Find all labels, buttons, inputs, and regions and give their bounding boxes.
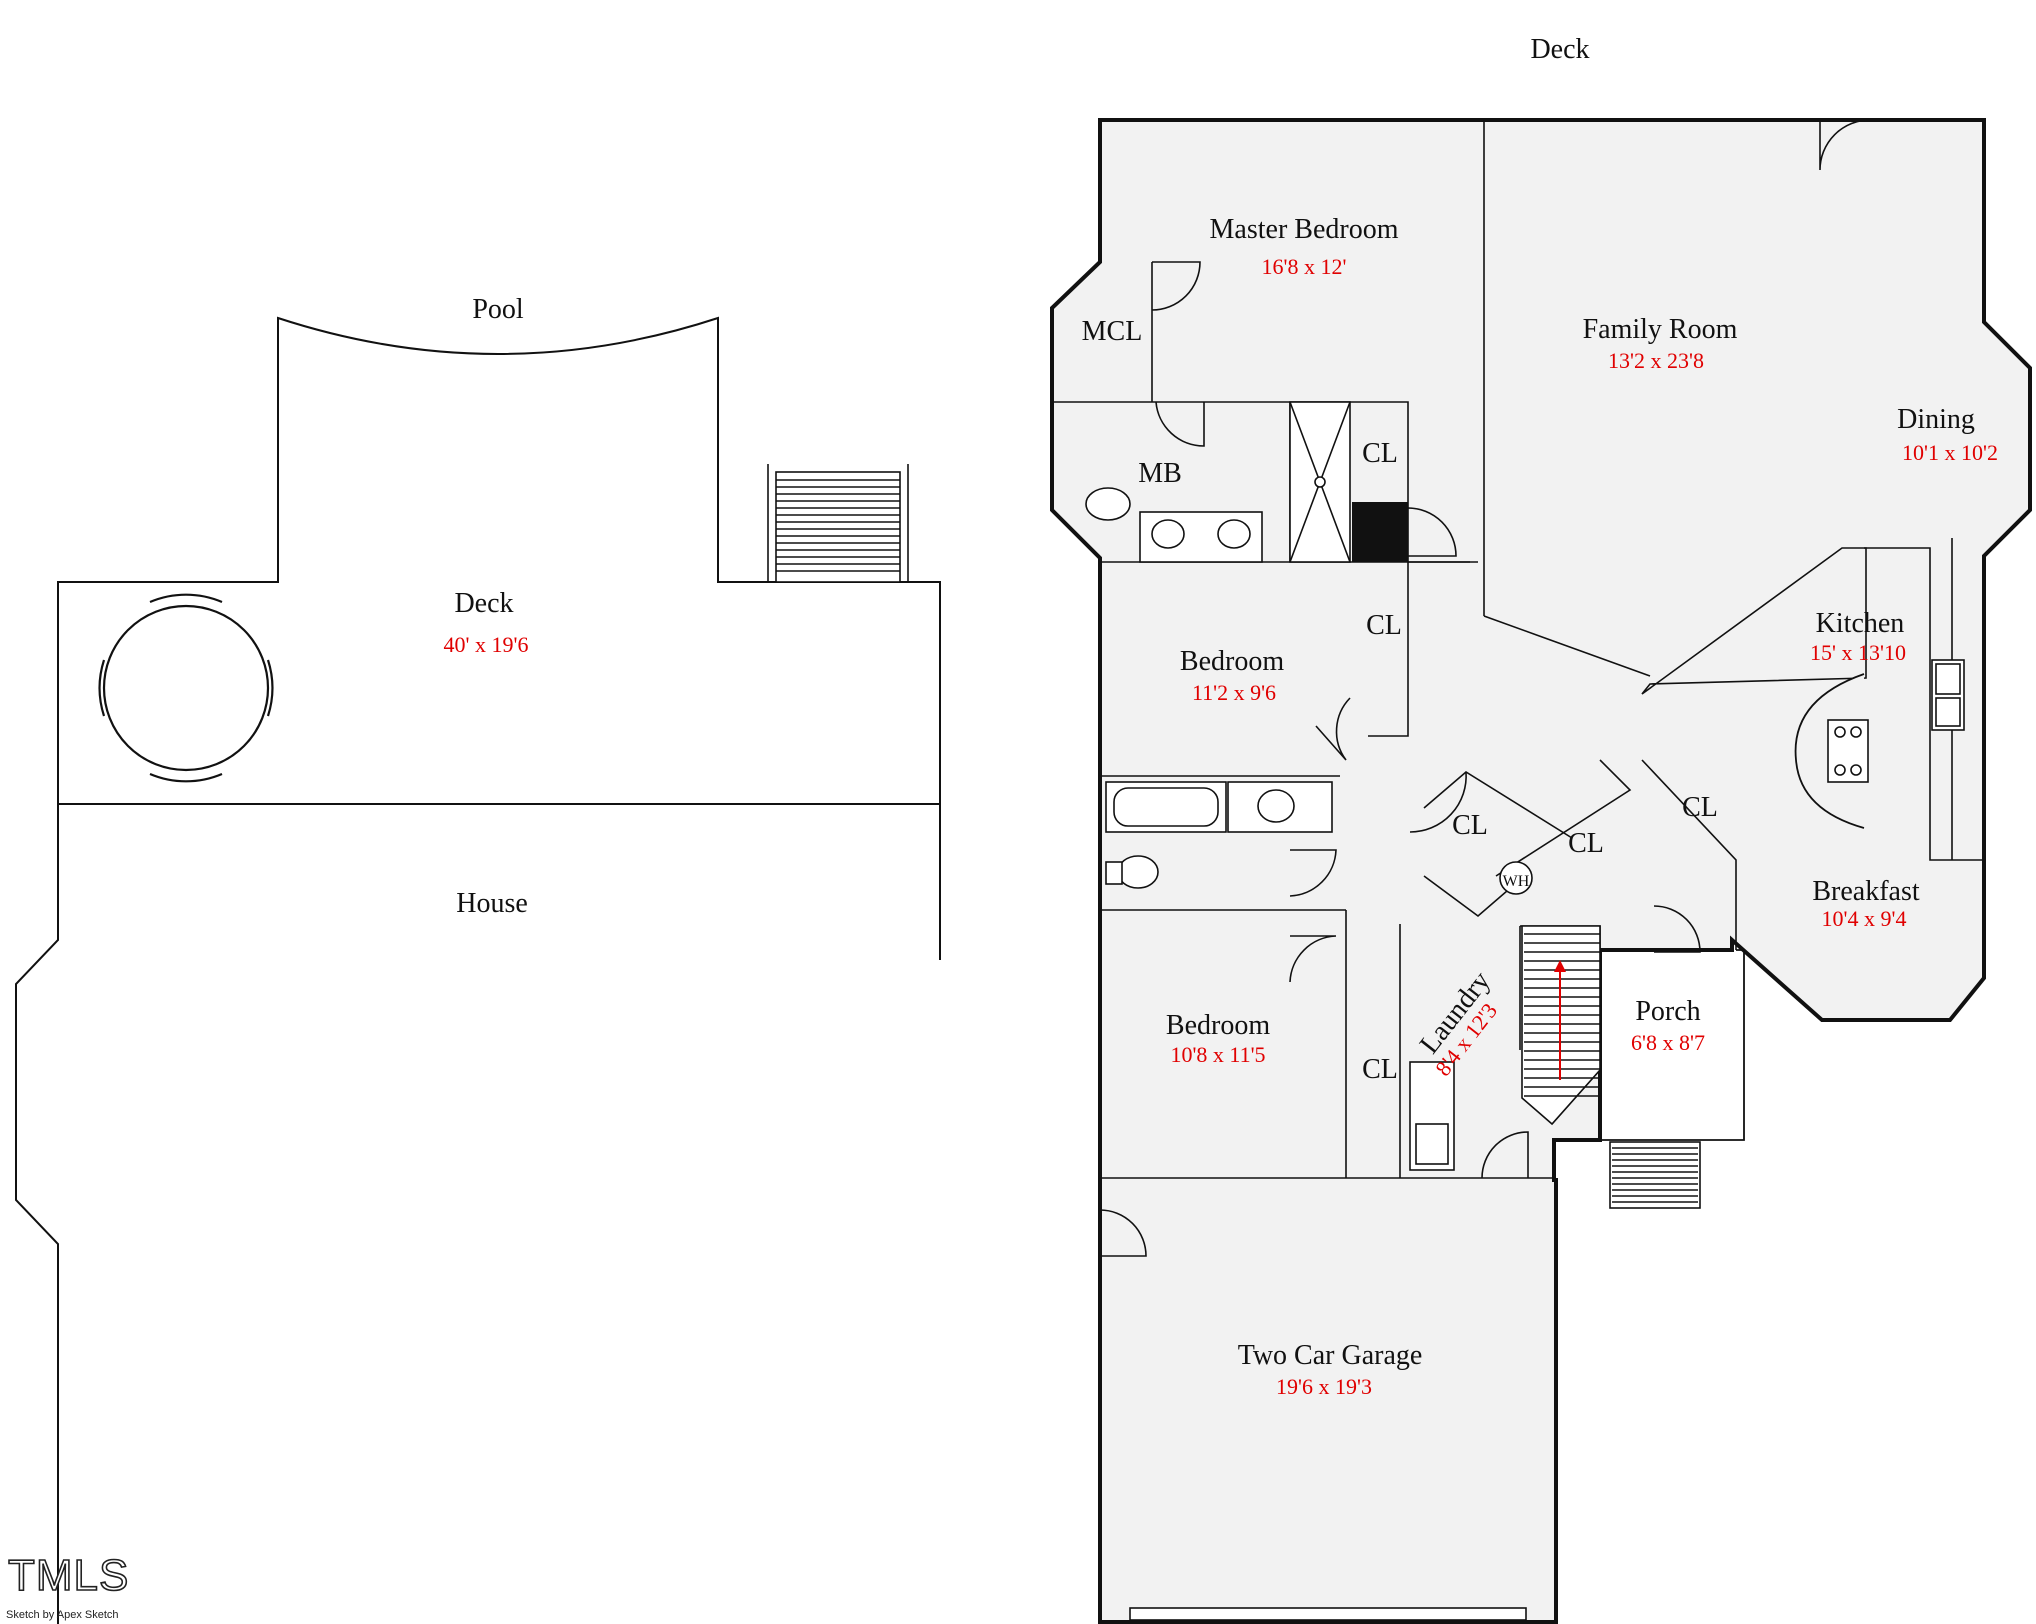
interior-stairs	[1521, 925, 1601, 1126]
kitchen-label: Kitchen	[1816, 608, 1905, 639]
exterior-wall	[1050, 118, 2032, 1624]
main-floor	[1050, 118, 2032, 1624]
deck-label: Deck	[454, 588, 513, 619]
mcl-label: MCL	[1082, 316, 1143, 347]
porch	[1554, 949, 1745, 1209]
tmls-logo: TMLS	[8, 1551, 129, 1600]
water-heater-label: WH	[1503, 873, 1530, 890]
closet-label: CL	[1362, 438, 1398, 469]
breakfast-label: Breakfast	[1812, 876, 1920, 907]
house-outline	[15, 804, 941, 1624]
laundry-appliances	[1409, 861, 1533, 1171]
kitchen-size: 15' x 13'10	[1810, 640, 1906, 665]
closet-label: CL	[1452, 810, 1488, 841]
deck-stairs	[767, 464, 909, 583]
porch-label: Porch	[1635, 996, 1700, 1027]
shower	[1289, 401, 1351, 563]
master-bedroom-size: 16'8 x 12'	[1262, 254, 1347, 279]
bedroom-1-size: 11'2 x 9'6	[1192, 680, 1276, 705]
master-bedroom-label: Master Bedroom	[1210, 214, 1399, 245]
pool-label: Pool	[472, 294, 524, 325]
garage-label: Two Car Garage	[1238, 1340, 1423, 1371]
outdoor-area	[15, 316, 941, 1624]
dining-size: 10'1 x 10'2	[1902, 440, 1998, 465]
house-label: House	[456, 888, 528, 919]
porch-size: 6'8 x 8'7	[1631, 1030, 1705, 1055]
bedroom-1-label: Bedroom	[1180, 646, 1284, 677]
top-deck-label: Deck	[1530, 34, 1589, 65]
bedroom-2-label: Bedroom	[1166, 1010, 1270, 1041]
fireplace	[1352, 502, 1408, 562]
family-room-size: 13'2 x 23'8	[1608, 348, 1704, 373]
closet-label: CL	[1568, 828, 1604, 859]
garage-size: 19'6 x 19'3	[1276, 1374, 1372, 1399]
closet-label: CL	[1362, 1054, 1398, 1085]
closet-label: CL	[1366, 610, 1402, 641]
sketch-credit: Sketch by Apex Sketch	[6, 1609, 119, 1621]
cabinets	[1794, 659, 1965, 829]
deck-size: 40' x 19'6	[444, 632, 529, 657]
bathroom-fixtures	[1085, 487, 1333, 889]
deck-outline	[57, 316, 941, 805]
doors	[1099, 119, 1871, 1257]
bedroom-2-size: 10'8 x 11'5	[1170, 1042, 1265, 1067]
dining-label: Dining	[1897, 404, 1975, 435]
mb-label: MB	[1138, 458, 1182, 489]
labels: Pool Deck 40' x 19'6 House Deck Master B…	[6, 34, 1998, 1621]
hot-tub	[98, 593, 274, 783]
family-room-label: Family Room	[1583, 314, 1738, 345]
closet-label: CL	[1682, 792, 1718, 823]
breakfast-size: 10'4 x 9'4	[1822, 906, 1907, 931]
garage-door	[1129, 1607, 1527, 1621]
